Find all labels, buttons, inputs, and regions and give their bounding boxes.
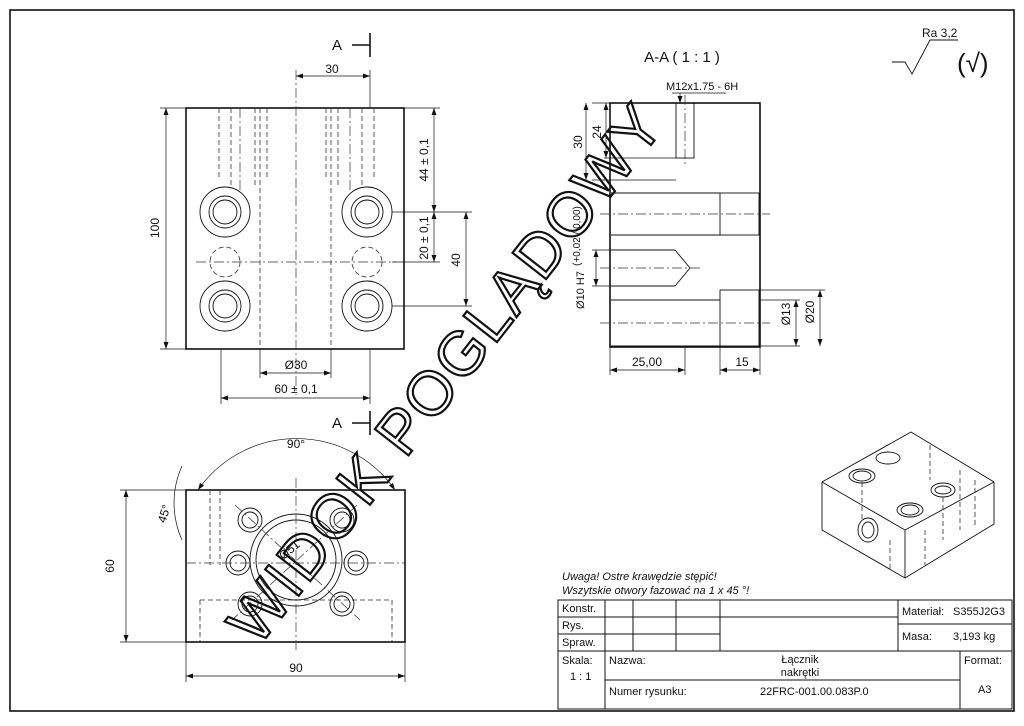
section-dim-depth-24: 24 [590, 125, 604, 139]
isometric-view [821, 431, 995, 579]
tb-material-label: Materiał: [902, 606, 944, 618]
section-view-title: A-A ( 1 : 1 ) [644, 49, 720, 66]
section-marker-top: A [332, 37, 342, 54]
tb-material-value: S355J2G3 [953, 606, 1005, 618]
top-dim-width: 90 [289, 661, 303, 675]
front-dim-right-outer: 40 [449, 253, 463, 267]
section-dim-d13: Ø13 [779, 302, 793, 325]
counterbore-hole-top-left [199, 186, 251, 238]
front-dim-top-width: 30 [325, 62, 339, 76]
roughness-value: Ra 3,2 [922, 26, 958, 40]
top-view: 90° 45° Ø51 60 90 [103, 437, 406, 682]
front-dim-bottom-width: 60 ± 0,1 [274, 382, 318, 396]
tb-mass-value: 3,193 kg [953, 631, 995, 643]
tb-drawing-no-label: Numer rysunku: [609, 686, 687, 698]
tb-scale-label: Skala: [562, 655, 593, 667]
section-dim-tolerance: (+0,02 / 0,00) [572, 206, 583, 266]
section-dim-left-length: 25,00 [632, 355, 662, 369]
front-dim-height: 100 [148, 218, 162, 238]
note-line-2: Wszytskie otwory fazować na 1 x 45 °! [562, 585, 749, 597]
front-view: 30 100 44 ± 0,1 20 ± 0,1 40 Ø30 60 ± 0,1… [148, 33, 472, 435]
front-dim-bore: Ø30 [285, 358, 308, 372]
tb-name-line-1: Łącznik [781, 654, 819, 666]
section-view: A-A ( 1 : 1 ) M12x1.75 - 6H 30 24 [571, 49, 825, 375]
tb-drawing-no-value: 22FRC-001.00.083P.0 [760, 686, 869, 698]
counterbore-hole-bottom-right [341, 280, 393, 332]
front-view-outline [185, 107, 405, 350]
section-dim-pin-hole: Ø10 H7 [575, 271, 587, 309]
tb-name-line-2: nakrętki [781, 667, 820, 679]
top-dim-angle-45: 45° [155, 503, 174, 525]
top-dim-angle-90: 90° [287, 437, 305, 451]
front-dim-right-upper: 44 ± 0,1 [417, 138, 431, 182]
tb-row-spraw: Spraw. [562, 637, 596, 649]
tb-scale-value: 1 : 1 [570, 671, 591, 683]
sheet-border [9, 9, 1015, 712]
tb-mass-label: Masa: [902, 631, 932, 643]
roughness-symbol: Ra 3,2 (√) [892, 26, 989, 78]
top-dim-height: 60 [103, 559, 117, 573]
tb-row-konstr: Konstr. [562, 603, 596, 615]
section-dim-d20: Ø20 [803, 300, 817, 323]
counterbore-hole-top-right [341, 186, 393, 238]
tb-format-value: A3 [978, 684, 991, 696]
tb-name-label: Nazwa: [609, 655, 646, 667]
front-dim-right-mid: 20 ± 0,1 [417, 216, 431, 260]
section-dim-right-length: 15 [735, 355, 749, 369]
section-dim-depth-30: 30 [571, 135, 585, 149]
note-line-1: Uwaga! Ostre krawędzie stępić! [562, 571, 717, 583]
tb-format-label: Format: [964, 655, 1002, 667]
counterbore-hole-bottom-left [199, 280, 251, 332]
top-view-outline [185, 489, 406, 643]
title-block: Konstr. Rys. Spraw. Materiał: S355J2G3 M… [557, 599, 1013, 710]
tb-row-rys: Rys. [562, 620, 584, 632]
section-marker-bottom: A [332, 415, 342, 432]
roughness-general: (√) [957, 48, 989, 78]
section-dim-thread: M12x1.75 - 6H [666, 81, 738, 93]
